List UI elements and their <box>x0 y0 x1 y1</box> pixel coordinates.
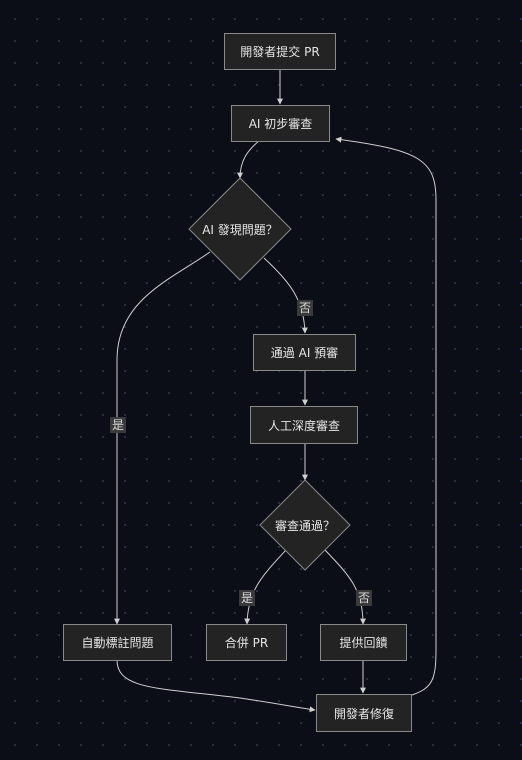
auto-mark-node: 自動標註問題 <box>63 624 172 661</box>
feedback-label: 提供回饋 <box>339 636 388 650</box>
edge-fix-back-to-ai-review <box>335 136 437 696</box>
decision-review-pass-shape <box>259 479 351 571</box>
edge-label-review-yes: 是 <box>239 590 256 606</box>
pass-ai-node: 通過 AI 預審 <box>253 334 356 371</box>
submit-pr-node: 開發者提交 PR <box>224 33 336 70</box>
edge-ai-review-to-ai-issue <box>237 139 261 179</box>
edge-label-ai-no: 否 <box>297 300 314 316</box>
auto-mark-label: 自動標註問題 <box>81 636 154 650</box>
ai-review-node: AI 初步審查 <box>231 105 330 142</box>
edge-ai-issue-no <box>263 257 308 334</box>
submit-pr-label: 開發者提交 PR <box>240 45 320 59</box>
merge-pr-node: 合併 PR <box>206 624 287 661</box>
edge-label-ai-yes: 是 <box>110 417 127 433</box>
dev-fix-node: 開發者修復 <box>316 694 412 732</box>
decision-ai-issue-shape <box>188 177 292 281</box>
human-review-node: 人工深度審查 <box>250 406 358 444</box>
dev-fix-label: 開發者修復 <box>333 706 394 721</box>
pass-ai-label: 通過 AI 預審 <box>270 346 339 360</box>
human-review-label: 人工深度審查 <box>267 418 340 433</box>
merge-pr-label: 合併 PR <box>224 636 269 650</box>
edge-automark-to-fix <box>116 659 316 713</box>
edge-review-yes <box>244 549 287 625</box>
feedback-node: 提供回饋 <box>320 624 407 661</box>
edge-label-review-no: 否 <box>356 590 373 606</box>
edge-review-no <box>324 549 366 625</box>
ai-review-label: AI 初步審查 <box>248 117 313 131</box>
edge-ai-issue-yes <box>114 251 211 625</box>
